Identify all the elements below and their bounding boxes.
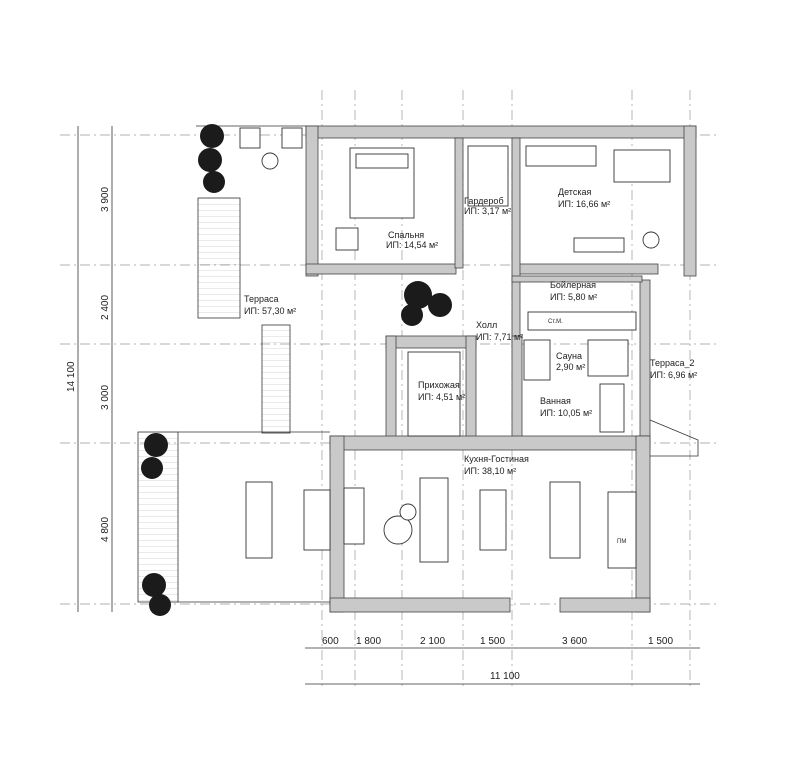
- room-name: Холл: [476, 320, 497, 330]
- dim-label: 3 000: [100, 385, 111, 410]
- room-name: Детская: [558, 187, 591, 197]
- room-area: ИП: 5,80 м²: [550, 292, 597, 302]
- room-area: ИП: 4,51 м²: [418, 392, 465, 402]
- room-area: ИП: 6,96 м²: [650, 370, 697, 380]
- walls: [305, 125, 697, 613]
- room-name: Бойлерная: [550, 280, 596, 290]
- room-area: ИП: 38,10 м²: [464, 466, 516, 476]
- furniture: [239, 127, 671, 569]
- dim-label: 3 600: [562, 636, 587, 647]
- room-name: Терраса: [244, 294, 279, 304]
- room-name: Спальня: [388, 230, 424, 240]
- plants: [141, 124, 452, 616]
- room-name: Терраса_2: [650, 358, 695, 368]
- room-labels: Спальня ИП: 14,54 м² Гардероб ИП: 3,17 м…: [244, 187, 697, 545]
- dim-label: 600: [322, 636, 339, 647]
- room-name: Прихожая: [418, 380, 460, 390]
- dim-label: 1 800: [356, 636, 381, 647]
- dim-label: 2 400: [100, 295, 111, 320]
- fridge-label: Ст.М.: [548, 319, 563, 325]
- bottom-dimensions: 600 1 800 2 100 1 500 3 600 1 500 11 100: [305, 636, 700, 685]
- left-dimensions: 3 900 2 400 3 000 4 800 14 100: [66, 126, 113, 612]
- room-area: ИП: 10,05 м²: [540, 408, 592, 418]
- room-area: ИП: 57,30 м²: [244, 306, 296, 316]
- room-area: 2,90 м²: [556, 362, 585, 372]
- room-area: ИП: 14,54 м²: [386, 240, 438, 250]
- room-name: Сауна: [556, 351, 582, 361]
- dim-label: 1 500: [648, 636, 673, 647]
- dim-label: 1 500: [480, 636, 505, 647]
- room-name: Кухня-Гостиная: [464, 454, 529, 464]
- room-area: ИП: 3,17 м²: [464, 206, 511, 216]
- dim-total-label: 14 100: [66, 361, 77, 392]
- dim-label: 3 900: [100, 187, 111, 212]
- dim-total-label: 11 100: [490, 671, 520, 682]
- room-area: ИП: 16,66 м²: [558, 199, 610, 209]
- room-name: Гардероб: [464, 196, 504, 206]
- room-name: Ванная: [540, 396, 571, 406]
- dishwasher-label: ПМ: [617, 539, 626, 545]
- room-area: ИП: 7,71 м²: [476, 332, 523, 342]
- dim-label: 2 100: [420, 636, 445, 647]
- dim-label: 4 800: [100, 517, 111, 542]
